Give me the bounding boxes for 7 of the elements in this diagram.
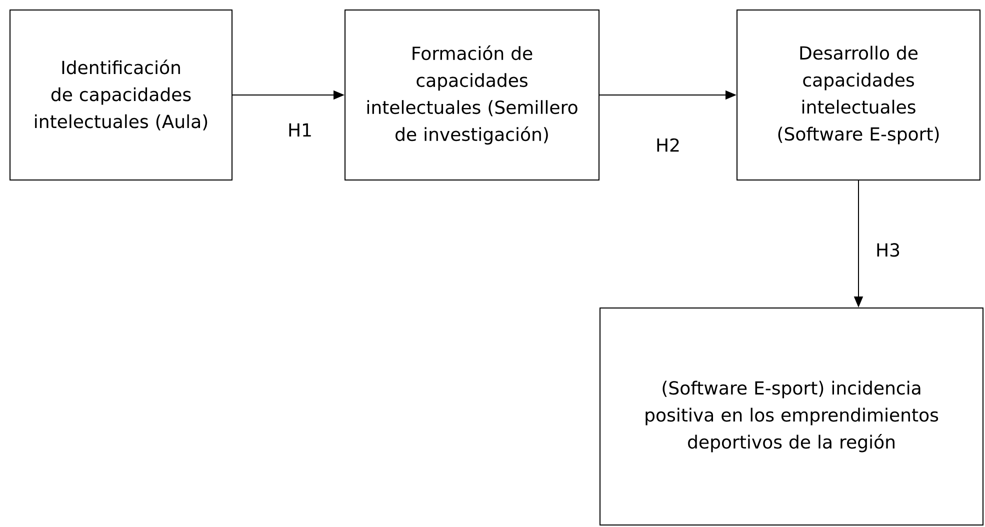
process-box: (Software E-sport) incidencia positiva en los emprendimientos deportivos de la región	[600, 308, 984, 526]
process-box: Formación de capacidades intelectuales (Semillero de investigación)	[344, 10, 600, 180]
process-box: Identificación de capacidades intelectuales (Aula)	[10, 10, 232, 180]
edge-label: H1	[289, 123, 311, 137]
edge-label: H3	[877, 243, 900, 257]
edge-label: H2	[657, 138, 679, 152]
process-box: Desarrollo de capacidades intelectuales (Software E-sport)	[736, 10, 980, 180]
